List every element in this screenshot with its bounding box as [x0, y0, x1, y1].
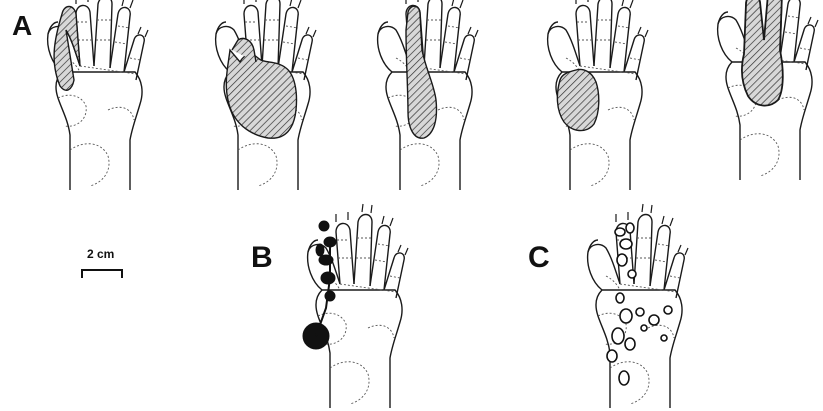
hand-b — [303, 204, 408, 408]
hatched-region-a4 — [557, 70, 598, 131]
hand-a3 — [378, 0, 478, 190]
hand-a2 — [216, 0, 316, 190]
scale-bar — [82, 270, 122, 278]
hand-a1 — [48, 0, 148, 190]
hatched-region-a1 — [54, 7, 80, 91]
hand-a5 — [718, 0, 818, 180]
hatched-region-a2 — [226, 50, 296, 138]
hand-c — [588, 204, 688, 408]
hatched-region-a5 — [742, 0, 783, 106]
lesion-cluster-b — [303, 221, 336, 349]
hand-a4 — [548, 0, 648, 190]
